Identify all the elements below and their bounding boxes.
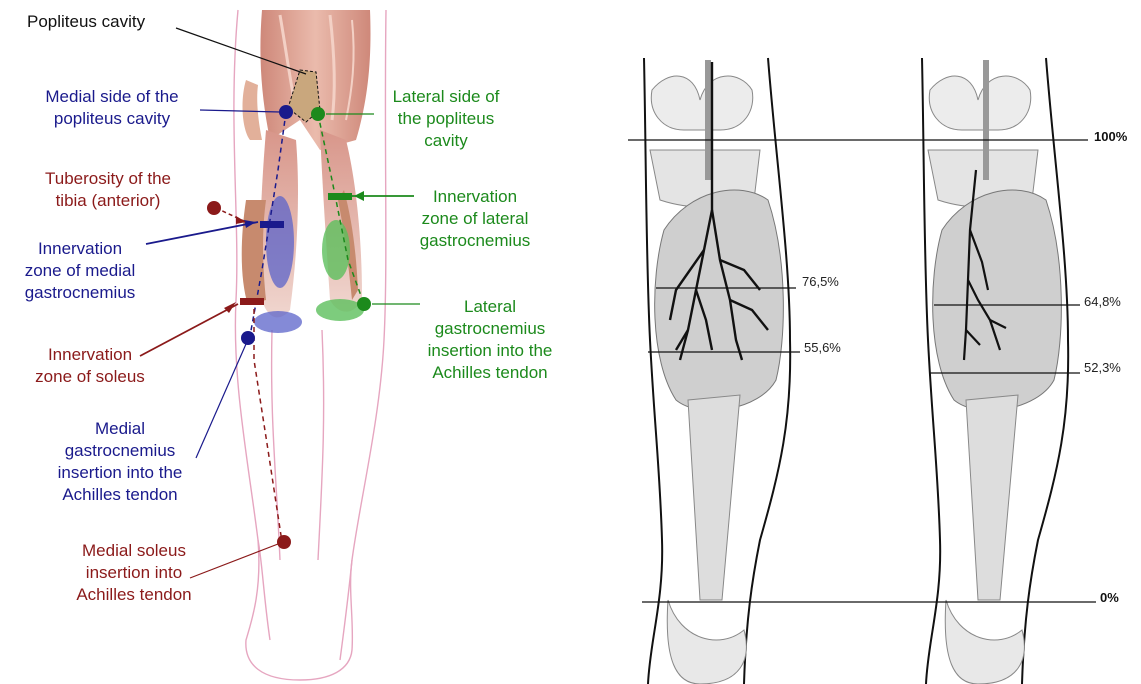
right-leg-illustration-2: [922, 58, 1068, 684]
medial-side-point: [279, 105, 293, 119]
leg1-upper-label: 76,5%: [802, 274, 839, 289]
leg2-upper-label: 64,8%: [1084, 294, 1121, 309]
gastrocnemius-heads: [242, 130, 362, 317]
lateral-insertion-point: [357, 297, 371, 311]
medial-insertion-label: Medial gastrocnemius insertion into the …: [40, 418, 200, 506]
soleus-innervation-label: Innervation zone of soleus: [16, 344, 164, 388]
lateral-insertion-zone: [316, 299, 364, 321]
level-100-label: 100%: [1094, 129, 1127, 144]
medial-insertion-point: [241, 331, 255, 345]
lateral-side-label: Lateral side of the popliteus cavity: [372, 86, 520, 152]
popliteus-cavity-label: Popliteus cavity: [27, 11, 145, 33]
soleus-insertion-point: [277, 535, 291, 549]
soleus-innervation-bar: [240, 298, 264, 305]
tuberosity-label: Tuberosity of the tibia (anterior): [18, 168, 198, 212]
lateral-side-point: [311, 107, 325, 121]
leg1-lower-label: 55,6%: [804, 340, 841, 355]
lateral-innervation-bar: [328, 193, 352, 200]
tibia-point: [207, 201, 221, 215]
medial-side-label: Medial side of the popliteus cavity: [22, 86, 202, 130]
soleus-insertion-label: Medial soleus insertion into Achilles te…: [60, 540, 208, 606]
medial-innervation-label: Innervation zone of medial gastrocnemius: [6, 238, 154, 304]
medial-gastrocnemius-zone: [266, 196, 294, 288]
lateral-innervation-label: Innervation zone of lateral gastrocnemiu…: [400, 186, 550, 252]
lateral-insertion-label: Lateral gastrocnemius insertion into the…: [410, 296, 570, 384]
medial-innervation-bar: [260, 221, 284, 228]
medial-insertion-zone: [254, 311, 302, 333]
leg2-lower-label: 52,3%: [1084, 360, 1121, 375]
right-leg-illustration-1: [644, 58, 790, 684]
level-0-label: 0%: [1100, 590, 1119, 605]
